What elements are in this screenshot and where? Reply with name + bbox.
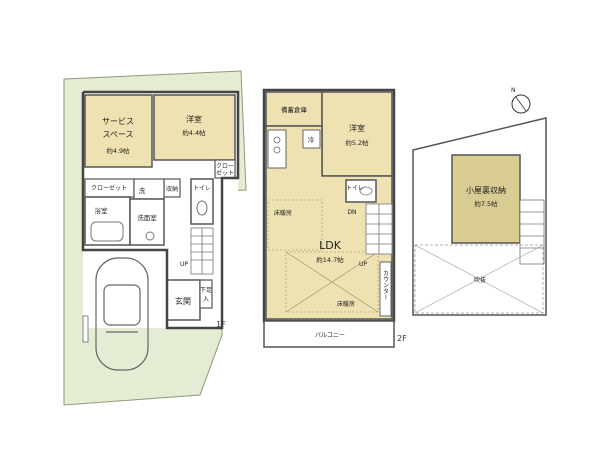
counter (379, 261, 392, 317)
stairs-1f-up: UP (180, 261, 188, 268)
service-space-room (84, 94, 153, 168)
storage-small-label: 収納 (166, 185, 178, 193)
fridge (302, 129, 321, 149)
car-icon (95, 257, 149, 371)
floor-1-plan: サービス スペース 約4.9帖 洋室 約4.4帖 クローゼット 洗 収納 クロー… (63, 70, 247, 406)
ldk-label: LDK (319, 239, 342, 252)
western-room-2f-label: 洋室 (349, 123, 365, 133)
wash-label: 洗 (139, 186, 146, 195)
stairs-2f (365, 203, 393, 255)
shoe-storage-label-1: 下足 (200, 287, 212, 294)
attic-storage-size: 約7.5帖 (474, 199, 498, 208)
washroom (129, 198, 165, 246)
service-space-label-2: スペース (102, 130, 133, 139)
floor-heating-label-1: 床暖房 (274, 209, 292, 217)
stock-storage-label: 備蓄倉庫 (281, 105, 308, 114)
stock-storage-room (265, 91, 323, 127)
floor-2-tag: 2F (397, 334, 407, 343)
attic-storage-label: 小屋裏収納 (466, 185, 506, 195)
stove-icon (273, 136, 281, 144)
floor-2-plan: 備蓄倉庫 冷 洋室 約5.2帖 床暖房 LDK 約14.7帖 床暖房 トイレ D… (262, 88, 407, 348)
western-room-1f (153, 94, 236, 161)
attic-storage-room (451, 154, 521, 244)
western-room-1f-label: 洋室 (186, 114, 202, 124)
western-room-2f-size: 約5.2帖 (345, 138, 369, 147)
kitchen-counter (267, 129, 287, 169)
bathtub (90, 221, 124, 242)
counter-label: カウンター (382, 270, 389, 300)
fence (82, 315, 89, 343)
shoe-storage-label-2: 入 (203, 296, 209, 303)
shoe-storage (199, 279, 213, 309)
washroom-label: 洗面室 (137, 213, 157, 222)
floor-heating-label-2: 床暖房 (337, 300, 355, 308)
void-cross-2 (285, 251, 379, 313)
western-room-2f (321, 91, 393, 177)
stairs-1f (190, 227, 214, 275)
service-space-size: 約4.9帖 (106, 146, 130, 155)
stairs-attic (519, 199, 545, 265)
wash-basin (145, 231, 155, 241)
stairs-2f-up: UP (359, 261, 367, 268)
balcony (263, 320, 395, 348)
stairs-2f-dn: DN (347, 209, 356, 216)
compass-label: N (511, 87, 516, 94)
compass-icon: N (511, 87, 531, 114)
attic-plan: 小屋裏収納 約7.5帖 吹抜 (412, 117, 547, 316)
floor-1-outer-wall (81, 90, 240, 330)
toilet-2f-label: トイレ (346, 185, 364, 192)
void-cross-b (414, 244, 544, 314)
closet-right-label-2: ゼット (216, 169, 234, 177)
bathroom-label: 浴室 (95, 206, 109, 215)
void-label: 吹抜 (474, 276, 486, 284)
closet-right-label-1: クロー (216, 163, 234, 170)
ldk-room (265, 125, 393, 320)
ldk-size: 約14.7帖 (316, 255, 344, 264)
closet-left-label: クローゼット (91, 184, 127, 192)
floor-heating-area-2 (285, 251, 379, 313)
entrance (166, 279, 201, 321)
fridge-label: 冷 (308, 135, 315, 144)
balcony-label: バルコニー (315, 332, 345, 339)
toilet-bowl-1f (196, 200, 208, 216)
void-area (414, 244, 544, 314)
floor-1-tag: 1F (216, 320, 226, 329)
toilet-1f-label: トイレ (193, 185, 211, 192)
western-room-1f-size: 約4.4帖 (182, 128, 206, 137)
toilet-2f (345, 179, 377, 203)
service-space-label-1: サービス (102, 117, 134, 126)
stove-icon-2 (273, 146, 281, 154)
toilet-bowl-2f (359, 186, 373, 196)
entrance-label: 玄関 (175, 296, 191, 306)
